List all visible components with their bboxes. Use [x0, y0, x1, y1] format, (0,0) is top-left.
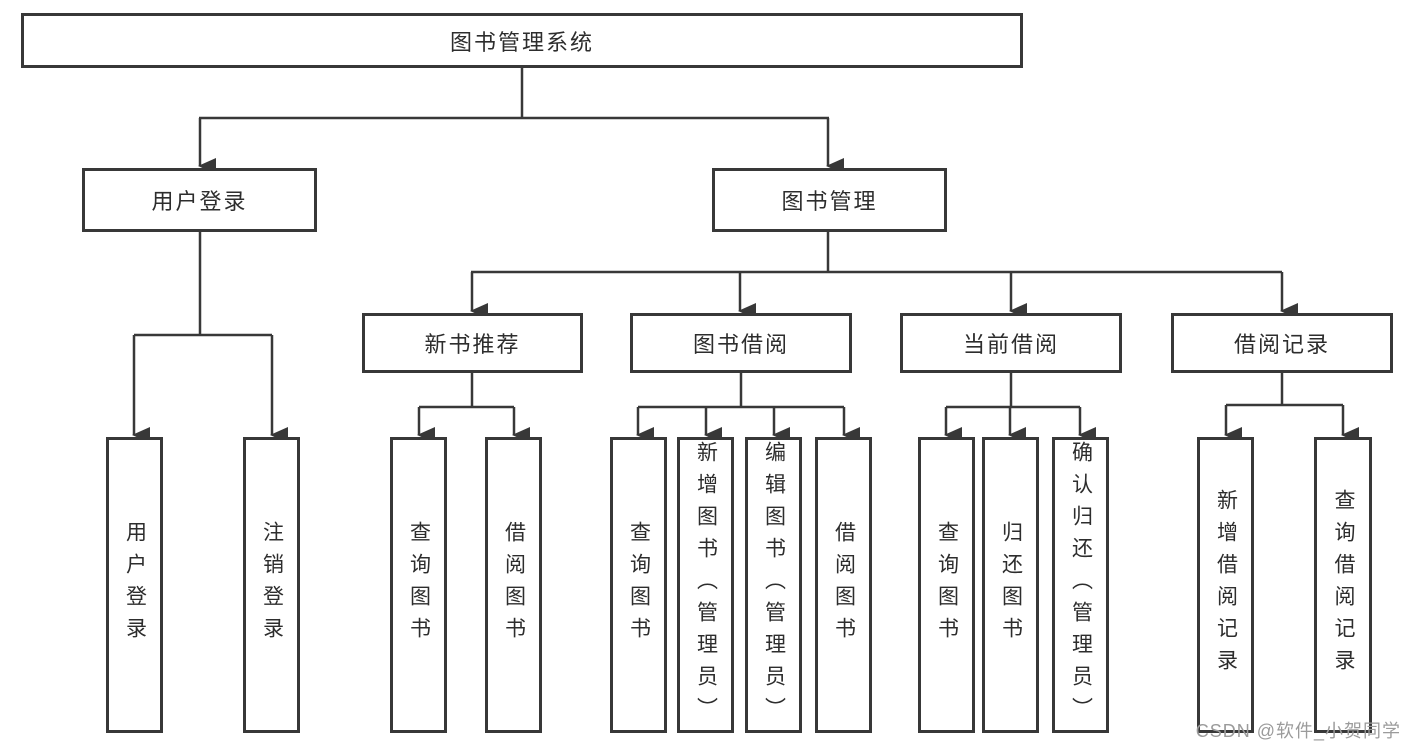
node-borrow-records: 借阅记录 — [1171, 313, 1393, 373]
leaf-edit-book-admin: 编辑图书（管理员） — [745, 437, 802, 733]
node-current-borrow: 当前借阅 — [900, 313, 1122, 373]
node-label: 借阅记录 — [1233, 332, 1330, 357]
leaf-logout: 注销登录 — [243, 437, 300, 733]
node-user-login: 用户登录 — [82, 168, 317, 232]
leaf-query-books-borrow: 查询图书 — [610, 437, 667, 733]
csdn-watermark: CSDN @软件_小贺同学 — [1195, 721, 1401, 741]
node-label: 新书推荐 — [424, 332, 521, 357]
node-label: 图书管理 — [781, 189, 878, 214]
leaf-query-borrow-record: 查询借阅记录 — [1314, 437, 1372, 733]
node-label: 图书管理系统 — [449, 29, 594, 55]
node-new-book-recommend: 新书推荐 — [362, 313, 583, 373]
leaf-confirm-return-admin: 确认归还（管理员） — [1052, 437, 1109, 733]
node-label: 注销登录 — [260, 521, 284, 649]
leaf-add-book-admin: 新增图书（管理员） — [677, 437, 734, 733]
node-label: 查询图书 — [935, 521, 959, 649]
node-library-system: 图书管理系统 — [21, 13, 1023, 68]
node-label: 新增图书（管理员） — [694, 441, 718, 729]
node-label: 借阅图书 — [502, 521, 526, 649]
node-book-management: 图书管理 — [712, 168, 947, 232]
node-label: 借阅图书 — [832, 521, 856, 649]
node-label: 查询图书 — [407, 521, 431, 649]
node-label: 当前借阅 — [962, 332, 1059, 357]
node-label: 用户登录 — [151, 189, 248, 214]
node-label: 确认归还（管理员） — [1069, 441, 1093, 729]
node-label: 归还图书 — [999, 521, 1023, 649]
node-label: 用户登录 — [123, 521, 147, 649]
leaf-user-login: 用户登录 — [106, 437, 163, 733]
node-label: 新增借阅记录 — [1214, 489, 1238, 681]
node-label: 查询借阅记录 — [1332, 489, 1355, 681]
leaf-borrow-books: 借阅图书 — [815, 437, 872, 733]
node-label: 编辑图书（管理员） — [762, 441, 786, 729]
leaf-borrow-books-recommend: 借阅图书 — [485, 437, 542, 733]
node-book-borrow: 图书借阅 — [630, 313, 852, 373]
node-label: 查询图书 — [627, 521, 651, 649]
leaf-add-borrow-record: 新增借阅记录 — [1197, 437, 1254, 733]
leaf-query-books-recommend: 查询图书 — [390, 437, 447, 733]
leaf-return-book: 归还图书 — [982, 437, 1039, 733]
node-label: 图书借阅 — [692, 332, 789, 357]
leaf-query-books-current: 查询图书 — [918, 437, 975, 733]
